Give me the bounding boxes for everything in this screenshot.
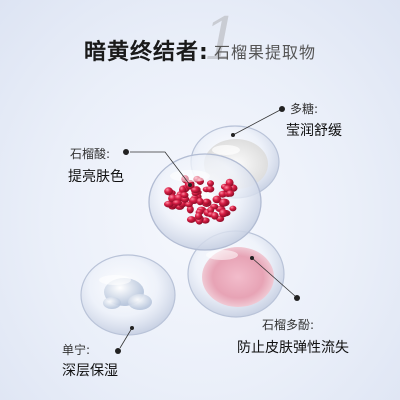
ingredient-benefit: 深层保湿	[62, 363, 118, 379]
aril-seed	[172, 199, 182, 206]
aril-seed	[164, 187, 174, 196]
glass-highlight	[99, 275, 131, 285]
glass-highlight	[206, 250, 238, 260]
ingredient-name: 单宁:	[62, 343, 91, 357]
page-subtitle: 石榴果提取物	[214, 43, 317, 62]
aril-seed	[164, 200, 174, 208]
ingredient-benefit: 提亮肤色	[68, 169, 124, 185]
crystal-cluster	[103, 297, 121, 309]
aril-seed	[212, 195, 222, 204]
title-main: 暗黄终结者	[84, 40, 200, 65]
title-colon: :	[199, 40, 209, 65]
ingredient-benefit: 莹润舒缓	[286, 123, 342, 139]
aril-seed	[186, 216, 196, 223]
page-title: 暗黄终结者:	[84, 34, 209, 66]
dish-punicic-acid	[148, 153, 262, 251]
aril-seed	[218, 190, 227, 198]
dish-polyphenol	[187, 230, 285, 318]
ingredient-name: 多糖:	[290, 102, 319, 116]
aril-seed	[219, 209, 228, 218]
aril-seed	[225, 178, 234, 187]
leader-tannin	[119, 327, 133, 349]
leader-lines	[119, 108, 296, 349]
dish-tannin	[80, 254, 176, 336]
glass-highlight	[212, 145, 240, 155]
aril-seed	[229, 205, 237, 212]
aril-seed	[211, 212, 219, 220]
dot-leader-icon	[231, 133, 235, 137]
dot-leader-icon	[115, 348, 121, 354]
leader-punicic-acid	[130, 151, 191, 186]
dot-leader-icon	[130, 326, 134, 330]
aril-seed	[186, 205, 194, 214]
pomegranate-arils	[164, 175, 238, 225]
aril-seed	[184, 201, 193, 208]
leader-polyphenol	[251, 257, 296, 297]
dot-leader-icon	[279, 106, 285, 112]
dot-leader-icon	[294, 295, 300, 301]
aril-seed	[207, 180, 214, 187]
aril-seed	[202, 199, 210, 205]
aril-seed	[190, 187, 200, 194]
leader-polysaccharide	[232, 108, 283, 136]
dot-leader-icon	[188, 183, 192, 187]
dot-leader-icon	[250, 256, 254, 260]
aril-seed	[206, 185, 215, 193]
crystal-cluster	[128, 294, 152, 310]
step-number: 1	[203, 5, 240, 73]
aril-seed	[226, 190, 235, 197]
title-block: 1 暗黄终结者: 石榴果提取物	[0, 0, 400, 80]
ingredient-name: 石榴多酚:	[262, 318, 315, 332]
aril-seed	[194, 212, 203, 220]
aril-seed	[219, 198, 228, 207]
glass-highlight	[170, 170, 210, 182]
leader-dots	[115, 106, 300, 354]
dot-leader-icon	[123, 149, 129, 155]
ingredient-name: 石榴酸:	[70, 147, 111, 161]
aril-seed	[180, 192, 189, 199]
ingredient-benefit: 防止皮肤弹性流失	[237, 340, 349, 356]
aril-seed	[196, 197, 204, 206]
